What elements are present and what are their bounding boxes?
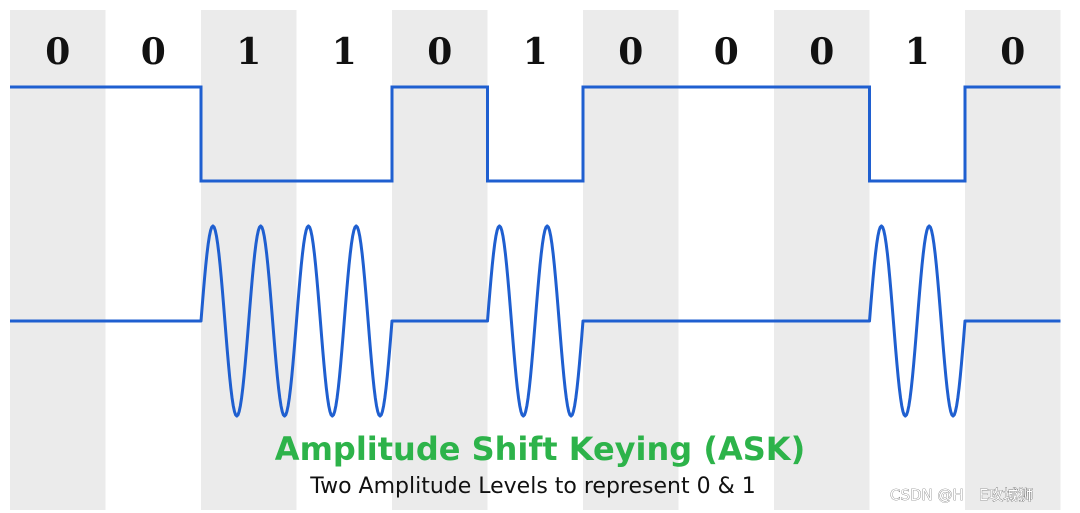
bit-label: 0 (141, 31, 166, 73)
diagram-title: Amplitude Shift Keying (ASK) (275, 430, 805, 468)
bit-label: 1 (332, 31, 357, 73)
bit-label: 1 (905, 31, 930, 73)
bit-labels: 0 0 1 1 0 1 0 0 0 1 0 (45, 31, 1025, 73)
bit-label: 0 (1000, 31, 1025, 73)
bit-period-stripe (392, 10, 488, 510)
bit-label: 0 (45, 31, 70, 73)
csdn-watermark: CSDN @H E攻城狮 (890, 486, 1033, 504)
bit-label: 0 (618, 31, 643, 73)
bit-period-stripe (583, 10, 679, 510)
ask-modulated-waveform (10, 224, 1061, 418)
bit-label: 0 (809, 31, 834, 73)
diagram-subtitle: Two Amplitude Levels to represent 0 & 1 (309, 474, 755, 499)
bit-label: 1 (236, 31, 261, 73)
bit-period-stripes (10, 10, 1061, 510)
bit-label: 0 (714, 31, 739, 73)
bit-label: 0 (427, 31, 452, 73)
bit-period-stripe (774, 10, 870, 510)
bit-period-stripe (201, 10, 297, 510)
bit-period-stripe (10, 10, 106, 510)
bit-label: 1 (523, 31, 548, 73)
bit-period-stripe (965, 10, 1061, 510)
digital-signal-waveform (10, 85, 1061, 183)
